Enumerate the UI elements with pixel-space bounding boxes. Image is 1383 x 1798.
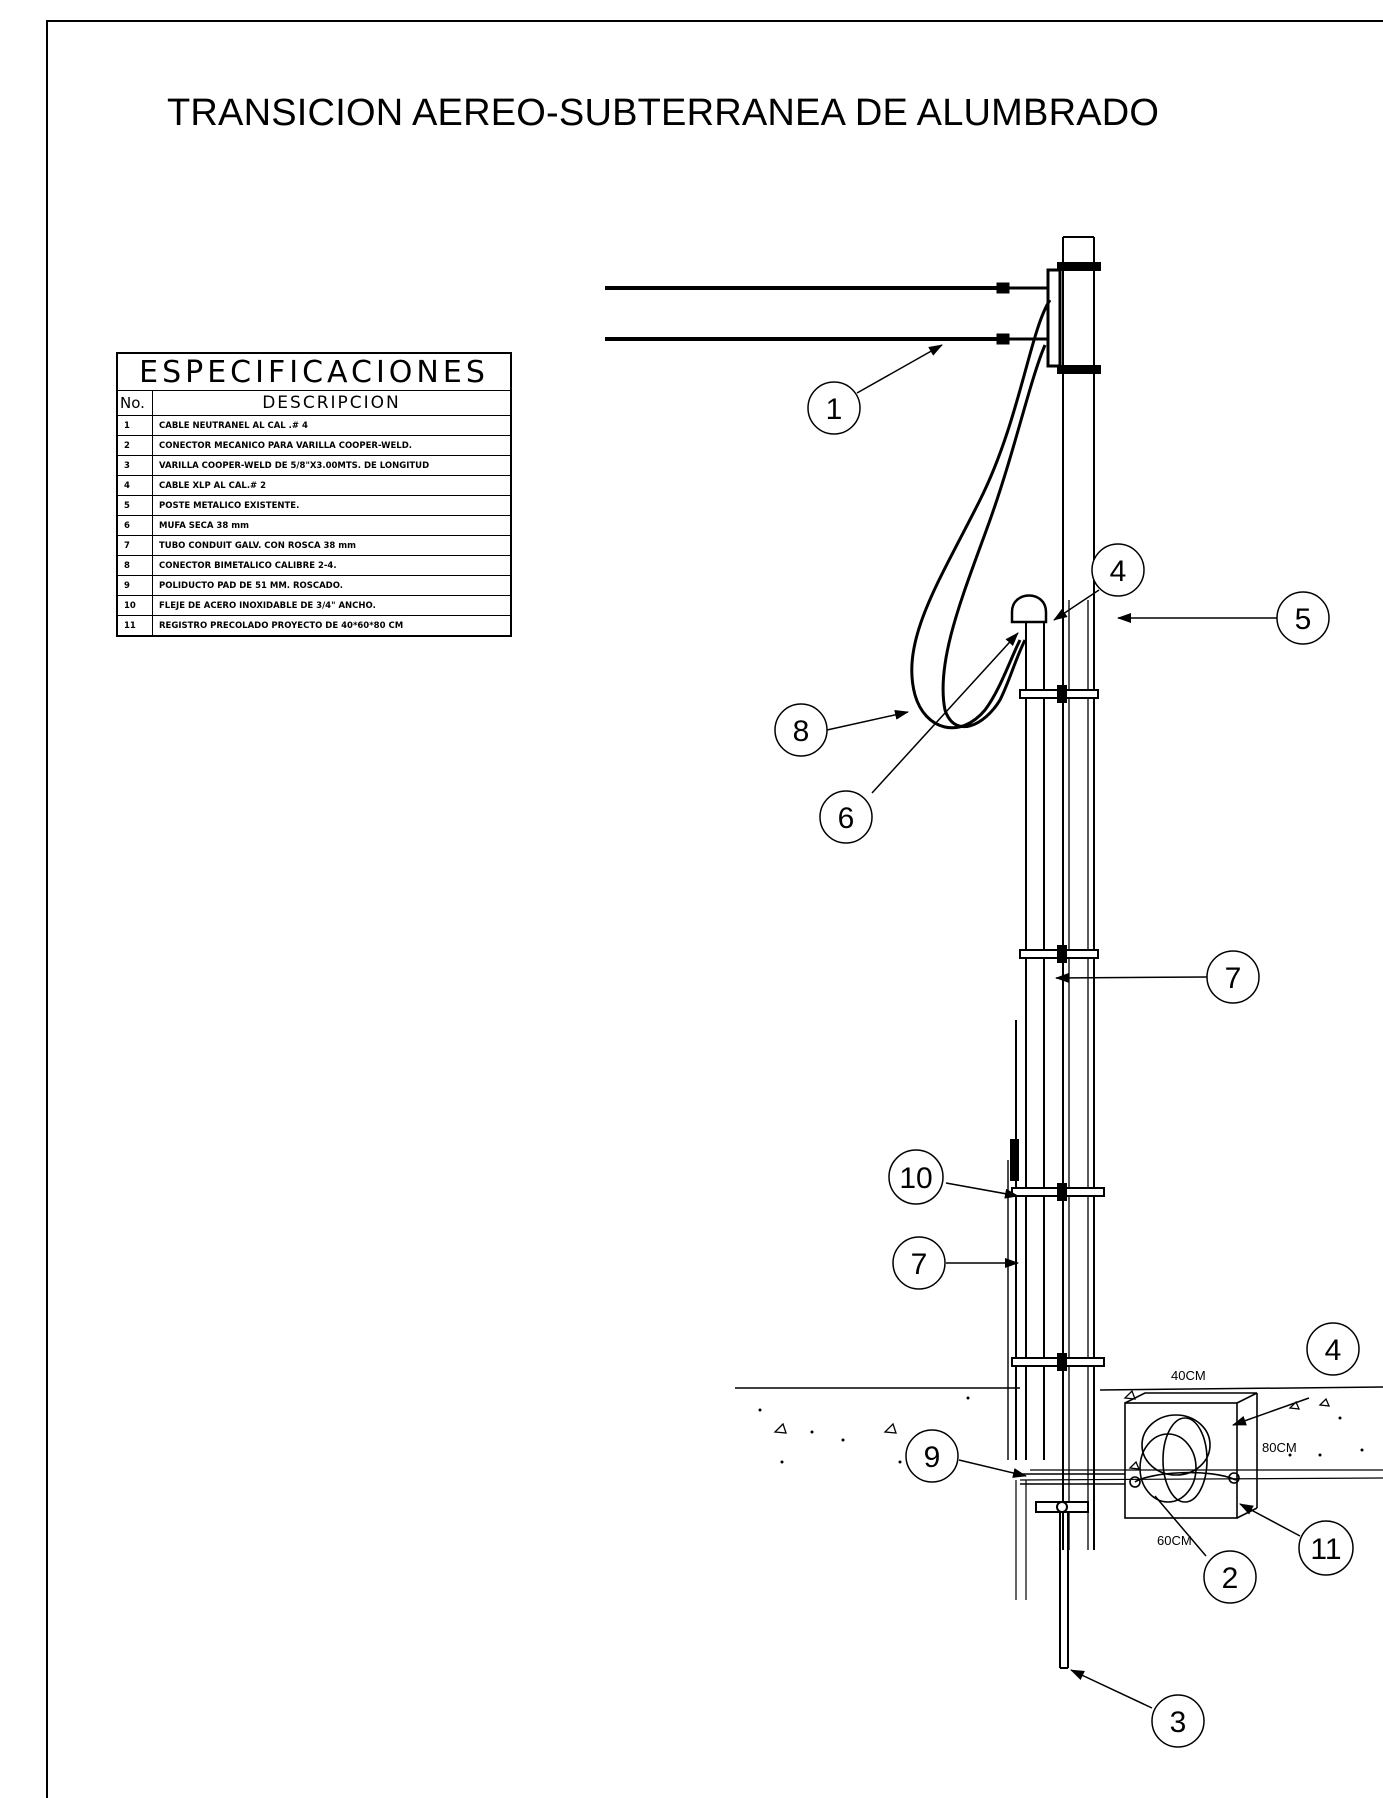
callout-3: 3 [1151,1694,1205,1748]
dimension-side: 80CM [1262,1440,1297,1455]
callout-5: 5 [1276,591,1330,645]
svg-text:7: 7 [1225,962,1242,995]
metal-pole [1057,236,1101,1550]
svg-text:7: 7 [911,1248,928,1281]
callout-11: 11 [1298,1520,1354,1576]
svg-text:4: 4 [1110,555,1127,588]
callout-7-upper: 7 [1206,950,1260,1004]
svg-text:8: 8 [793,715,810,748]
steel-straps [1011,685,1105,1371]
spec-row-desc: FLEJE DE ACERO INOXIDABLE DE 3/4" ANCHO. [152,595,512,616]
callout-6: 6 [819,790,873,844]
callout-markers: 1 4 5 8 6 7 10 7 9 4 11 2 3 [774,381,1360,1748]
drawing-frame [46,20,1383,1798]
svg-text:11: 11 [1310,1533,1341,1566]
aerial-cables [605,268,1062,368]
dimension-top: 40CM [1171,1368,1206,1383]
svg-text:4: 4 [1325,1334,1342,1367]
callout-10: 10 [888,1149,944,1205]
spec-col-desc: DESCRIPCION [152,390,512,416]
svg-text:10: 10 [899,1162,932,1195]
drawing-title: TRANSICION AEREO-SUBTERRANEA DE ALUMBRAD… [167,92,1160,134]
ground-rod [1015,1480,1089,1669]
precast-registry-box [1124,1392,1258,1519]
callout-1: 1 [807,381,861,435]
spec-row-no: 11 [116,615,153,637]
cable-loop [910,299,1052,730]
duct [1020,1473,1125,1485]
svg-text:2: 2 [1222,1562,1239,1595]
spec-heading: ESPECIFICACIONES [116,352,512,391]
svg-text:9: 9 [924,1441,941,1474]
callout-4-lower: 4 [1306,1322,1360,1376]
svg-text:5: 5 [1295,603,1312,636]
callout-leaders [826,344,1310,1709]
ground-surface [735,1386,1383,1481]
callout-4-upper: 4 [1091,543,1145,597]
svg-text:1: 1 [826,393,843,426]
callout-2: 2 [1203,1550,1257,1604]
svg-text:6: 6 [838,802,855,835]
svg-text:3: 3 [1170,1706,1187,1739]
callout-7-lower: 7 [892,1236,946,1290]
conduit-and-weatherhead [1007,594,1048,1460]
dimension-bottom: 60CM [1157,1533,1192,1548]
callout-9: 9 [905,1429,959,1483]
callout-8: 8 [774,703,828,757]
spec-row-desc: REGISTRO PRECOLADO PROYECTO DE 40*60*80 … [152,615,512,637]
